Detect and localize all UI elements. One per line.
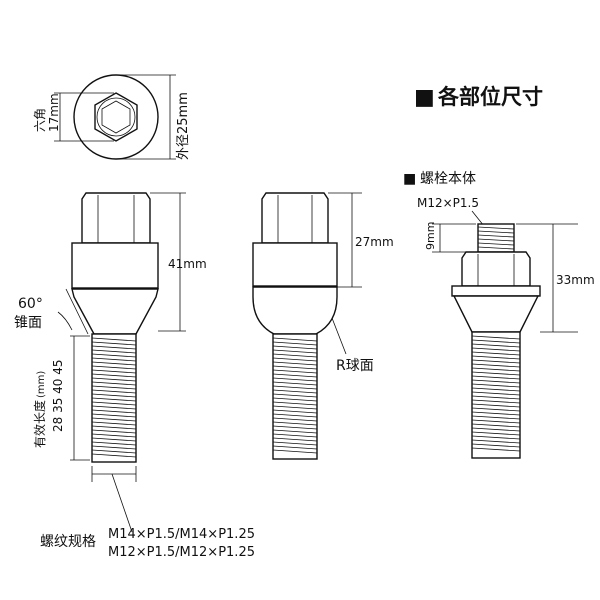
bolt-right: ■ 螺栓本体 M12×P1.5: [403, 171, 595, 459]
cone-angle-arc: [57, 311, 73, 331]
top-view: 六角 17mm 外径25mm: [33, 74, 191, 160]
right-thread-body: [471, 331, 521, 459]
outer-diameter-label: 外径25mm: [176, 92, 191, 160]
right-section-marker: ■: [403, 171, 416, 187]
right-flange: [451, 285, 541, 297]
right-thread-spec: M12×P1.5: [417, 196, 479, 210]
middle-collar: [252, 242, 338, 287]
hex-outline: [94, 92, 138, 142]
bolt-left: 41mm 60° 锥面 有效长度 (mm) 28 35 40 45: [14, 192, 207, 533]
cone-angle-label: 60°: [18, 296, 43, 312]
eff-length-label: 有效长度: [32, 400, 47, 448]
right-thread-length-label: 9mm: [424, 222, 437, 250]
eff-length-unit: (mm): [36, 371, 47, 398]
right-hex: [461, 251, 531, 287]
right-stub-thread-lines: [477, 226, 515, 250]
middle-thread-lines: [272, 337, 318, 454]
right-section-title: 螺栓本体: [420, 171, 476, 187]
left-thread-lines: [91, 337, 137, 458]
left-length-label: 41mm: [168, 257, 207, 271]
title-marker: ■: [414, 85, 435, 110]
hex-inner: [101, 100, 131, 134]
right-length-label: 33mm: [556, 273, 595, 287]
right-cone: [452, 295, 540, 333]
eff-length-values: 28 35 40 45: [51, 359, 65, 432]
page-title: 各部位尺寸: [437, 85, 543, 109]
hex-inner-circle: [96, 97, 136, 137]
hex-label-2: 17mm: [47, 93, 61, 132]
thread-spec-label: 螺纹规格: [40, 534, 96, 550]
thread-spec: 螺纹规格 M14×P1.5/M14×P1.25 M12×P1.5/M12×P1.…: [40, 527, 255, 560]
cone-label: 锥面: [14, 315, 42, 331]
middle-sphere: [252, 286, 338, 335]
middle-hex-head: [261, 192, 329, 244]
right-thread-lines: [471, 335, 521, 452]
middle-length-label: 27mm: [355, 235, 394, 249]
bolt-middle: 27mm R球面: [252, 192, 394, 460]
title-group: ■ 各部位尺寸: [414, 85, 543, 110]
hex-label-1: 六角: [33, 108, 47, 132]
left-collar: [71, 242, 159, 289]
thread-spec-line-2: M12×P1.5/M12×P1.25: [108, 545, 255, 560]
thread-spec-line-1: M14×P1.5/M14×P1.25: [108, 527, 255, 542]
sphere-leader: [331, 317, 347, 355]
thread-spec-leader: [111, 473, 133, 533]
sphere-label: R球面: [336, 358, 374, 374]
left-hex-head: [81, 192, 151, 244]
cone-angle-line: [65, 288, 89, 335]
